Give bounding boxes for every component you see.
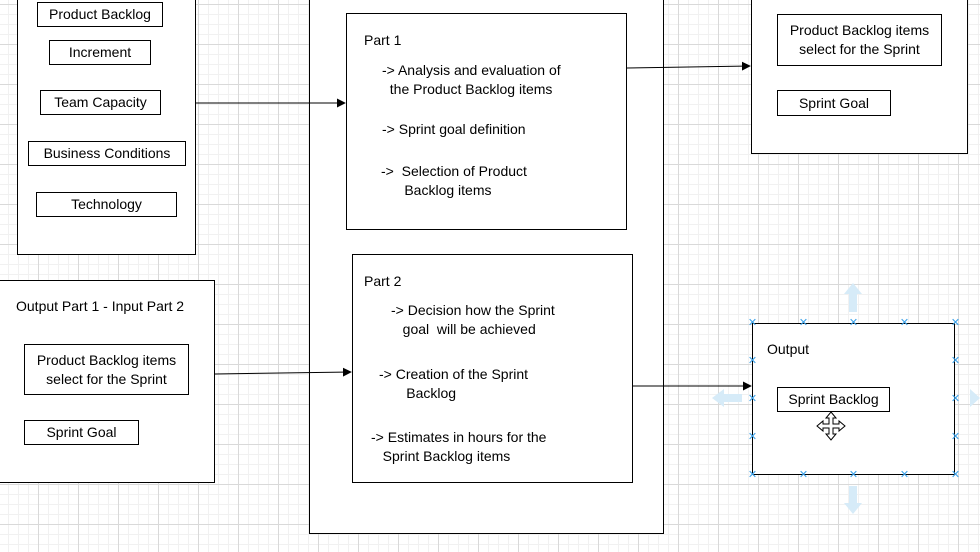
part1-line-goal: -> Sprint goal definition <box>382 121 526 137</box>
ghost-arrow-icon[interactable] <box>712 389 742 407</box>
part2-box[interactable] <box>352 254 633 483</box>
ghost-arrow-icon[interactable] <box>970 389 980 407</box>
output2-sprint-backlog[interactable]: Sprint Backlog <box>777 387 890 412</box>
input-product-backlog[interactable]: Product Backlog <box>37 2 163 27</box>
output1-selected-items[interactable]: Product Backlog items select for the Spr… <box>777 14 942 66</box>
arrow-handoff-to-part2[interactable] <box>214 367 352 377</box>
selection-handle-icon[interactable]: ✕ <box>798 317 809 329</box>
selection-handle-icon[interactable]: ✕ <box>950 317 961 329</box>
selection-handle-icon[interactable]: ✕ <box>747 393 758 405</box>
handoff-title: Output Part 1 - Input Part 2 <box>16 298 185 314</box>
part2-line-decision: -> Decision how the Sprint goal will be … <box>391 302 555 337</box>
selection-handle-icon[interactable]: ✕ <box>899 317 910 329</box>
ghost-arrow-icon[interactable] <box>844 283 862 312</box>
selection-handle-icon[interactable]: ✕ <box>950 431 961 443</box>
part1-line-analysis: -> Analysis and evaluation of the Produc… <box>382 62 561 97</box>
part2-line-estimates: -> Estimates in hours for the Sprint Bac… <box>371 429 547 464</box>
part2-line-creation: -> Creation of the Sprint Backlog <box>379 366 529 401</box>
selection-handle-icon[interactable]: ✕ <box>747 469 758 481</box>
handoff-selected-items[interactable]: Product Backlog items select for the Spr… <box>24 344 189 395</box>
selection-handle-icon[interactable]: ✕ <box>747 355 758 367</box>
selection-handle-icon[interactable]: ✕ <box>848 317 859 329</box>
output2-title: Output <box>767 341 810 357</box>
selection-handle-icon[interactable]: ✕ <box>747 431 758 443</box>
part1-box[interactable] <box>346 13 627 230</box>
selection-handle-icon[interactable]: ✕ <box>798 469 809 481</box>
part1-line-selection: -> Selection of Product Backlog items <box>381 163 527 198</box>
arrow-part1-to-output1[interactable] <box>626 61 751 71</box>
input-team-capacity[interactable]: Team Capacity <box>40 90 161 115</box>
handoff-sprint-goal[interactable]: Sprint Goal <box>24 420 139 445</box>
ghost-arrow-icon[interactable] <box>844 486 862 514</box>
move-cursor-icon <box>816 411 846 441</box>
output1-sprint-goal[interactable]: Sprint Goal <box>777 90 891 116</box>
input-technology[interactable]: Technology <box>36 192 177 217</box>
selection-handle-icon[interactable]: ✕ <box>950 393 961 405</box>
part2-title: Part 2 <box>364 273 402 289</box>
selection-handle-icon[interactable]: ✕ <box>899 469 910 481</box>
input-business-conditions[interactable]: Business Conditions <box>28 141 186 166</box>
selection-handle-icon[interactable]: ✕ <box>950 355 961 367</box>
selection-handle-icon[interactable]: ✕ <box>747 317 758 329</box>
selection-handle-icon[interactable]: ✕ <box>848 469 859 481</box>
part1-title: Part 1 <box>364 32 402 48</box>
selection-handle-icon[interactable]: ✕ <box>950 469 961 481</box>
input-increment[interactable]: Increment <box>49 40 151 65</box>
